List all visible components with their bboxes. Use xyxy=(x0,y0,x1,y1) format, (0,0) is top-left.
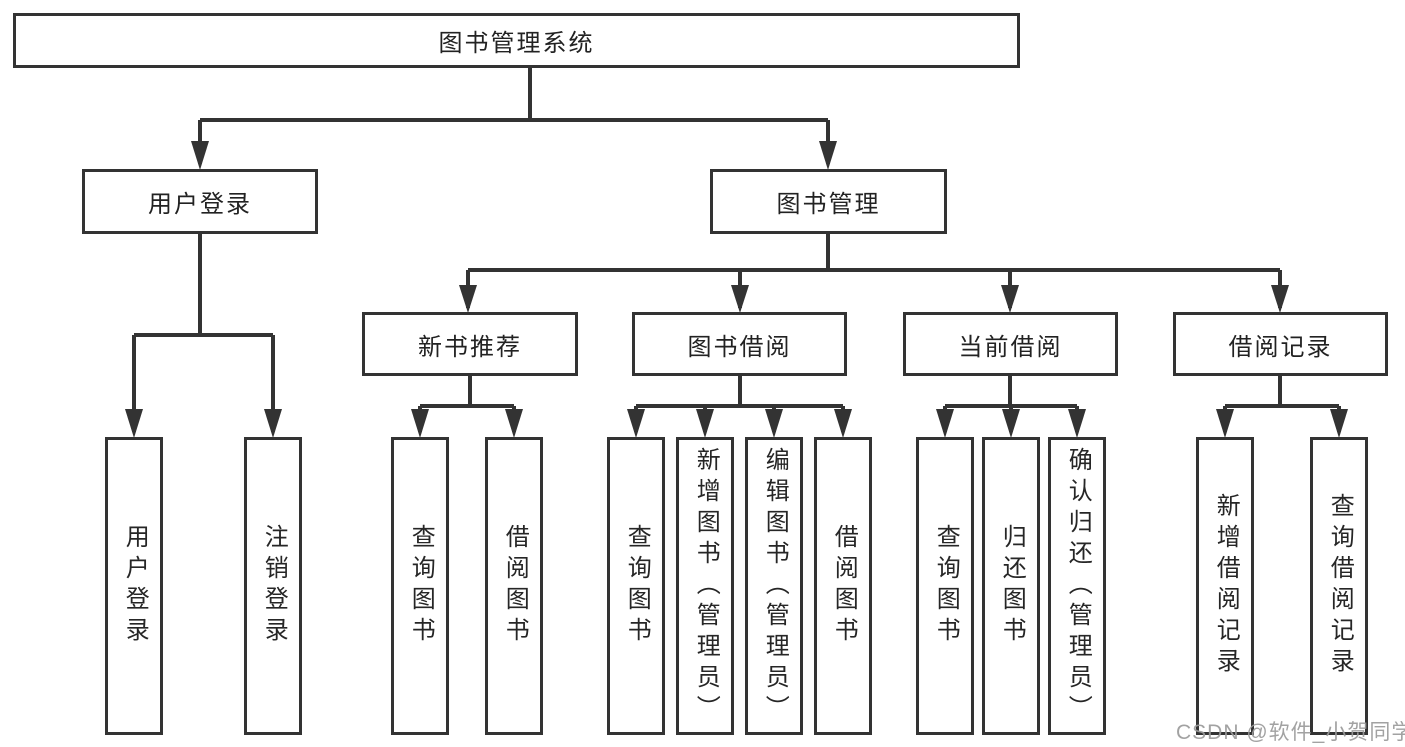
connector-line xyxy=(466,234,1282,308)
arrowhead-down-icon xyxy=(459,285,477,313)
connector-line xyxy=(418,376,516,432)
arrowhead-down-icon xyxy=(1271,285,1289,313)
node-leaf-user-login: 用户登录 xyxy=(105,437,163,735)
connector-root-to-branches xyxy=(191,68,837,170)
connector-line xyxy=(198,68,830,164)
connector-line xyxy=(132,234,275,432)
connector-new-book-rec-to-leaves xyxy=(411,376,523,438)
node-leaf-logout: 注销登录 xyxy=(244,437,302,735)
node-root-label: 图书管理系统 xyxy=(438,30,595,57)
node-leaf-bor-add-books-admin: 新增图书（管理员） xyxy=(676,437,734,735)
csdn-watermark: CSDN @软件_小贺同学 xyxy=(1176,721,1405,744)
arrowhead-down-icon xyxy=(125,409,143,438)
arrowhead-down-icon xyxy=(696,409,714,438)
arrowhead-down-icon xyxy=(627,409,645,438)
node-current-borrowing: 当前借阅 xyxy=(903,312,1118,376)
node-leaf-bor-query-books: 查询图书 xyxy=(607,437,665,735)
node-user-login: 用户登录 xyxy=(82,169,318,234)
node-leaf-rec-query-books: 查询图书 xyxy=(391,437,449,735)
node-leaf-rec-borrow-books-label: 借阅图书 xyxy=(501,524,529,648)
arrowhead-down-icon xyxy=(731,285,749,313)
node-leaf-bor-edit-books-admin-label: 编辑图书（管理员） xyxy=(761,446,789,726)
node-leaf-cur-return-books-label: 归还图书 xyxy=(998,524,1026,648)
node-book-borrowing: 图书借阅 xyxy=(632,312,847,376)
node-book-management: 图书管理 xyxy=(710,169,947,234)
connector-borrowing-records-to-leaves xyxy=(1216,376,1348,438)
arrowhead-down-icon xyxy=(505,409,523,438)
node-leaf-bor-add-books-admin-label: 新增图书（管理员） xyxy=(692,446,720,726)
node-leaf-cur-confirm-return-admin-label: 确认归还（管理员） xyxy=(1064,446,1092,726)
arrowhead-down-icon xyxy=(1001,285,1019,313)
node-leaf-rcd-query-record: 查询借阅记录 xyxy=(1310,437,1368,735)
node-leaf-cur-confirm-return-admin: 确认归还（管理员） xyxy=(1048,437,1106,735)
node-leaf-cur-query-books-label: 查询图书 xyxy=(932,524,960,648)
connector-user-login-to-leaves xyxy=(125,234,282,438)
node-book-borrowing-label: 图书借阅 xyxy=(687,333,792,361)
arrowhead-down-icon xyxy=(1002,409,1020,438)
connector-line xyxy=(634,376,845,432)
node-leaf-rcd-add-record: 新增借阅记录 xyxy=(1196,437,1254,735)
arrowhead-down-icon xyxy=(1330,409,1348,438)
node-leaf-rec-borrow-books: 借阅图书 xyxy=(485,437,543,735)
connector-book-management-to-sections xyxy=(459,234,1289,313)
node-leaf-rcd-query-record-label: 查询借阅记录 xyxy=(1326,493,1354,679)
node-current-borrowing-label: 当前借阅 xyxy=(958,333,1063,361)
connector-book-borrowing-to-leaves xyxy=(627,376,852,438)
node-leaf-bor-borrow-books: 借阅图书 xyxy=(814,437,872,735)
node-leaf-cur-query-books: 查询图书 xyxy=(916,437,974,735)
node-leaf-bor-borrow-books-label: 借阅图书 xyxy=(830,524,858,648)
node-leaf-bor-edit-books-admin: 编辑图书（管理员） xyxy=(745,437,803,735)
node-leaf-user-login-label: 用户登录 xyxy=(121,524,149,648)
arrowhead-down-icon xyxy=(191,141,209,170)
connector-current-borrowing-to-leaves xyxy=(936,376,1086,438)
node-leaf-rcd-add-record-label: 新增借阅记录 xyxy=(1212,493,1240,679)
arrowhead-down-icon xyxy=(1216,409,1234,438)
node-book-management-label: 图书管理 xyxy=(776,191,881,218)
connector-line xyxy=(1223,376,1341,432)
node-leaf-cur-return-books: 归还图书 xyxy=(982,437,1040,735)
arrowhead-down-icon xyxy=(936,409,954,438)
node-leaf-bor-query-books-label: 查询图书 xyxy=(623,524,651,648)
node-leaf-logout-label: 注销登录 xyxy=(260,524,288,648)
node-user-login-label: 用户登录 xyxy=(148,191,252,218)
arrowhead-down-icon xyxy=(765,409,783,438)
node-root-system: 图书管理系统 xyxy=(13,13,1020,68)
arrowhead-down-icon xyxy=(834,409,852,438)
node-new-book-recommendation: 新书推荐 xyxy=(362,312,578,376)
node-new-book-recommendation-label: 新书推荐 xyxy=(418,333,522,361)
arrowhead-down-icon xyxy=(264,409,282,438)
node-borrowing-records-label: 借阅记录 xyxy=(1228,333,1333,361)
arrowhead-down-icon xyxy=(1068,409,1086,438)
arrowhead-down-icon xyxy=(819,141,837,170)
node-borrowing-records: 借阅记录 xyxy=(1173,312,1388,376)
arrowhead-down-icon xyxy=(411,409,429,438)
node-leaf-rec-query-books-label: 查询图书 xyxy=(407,524,435,648)
